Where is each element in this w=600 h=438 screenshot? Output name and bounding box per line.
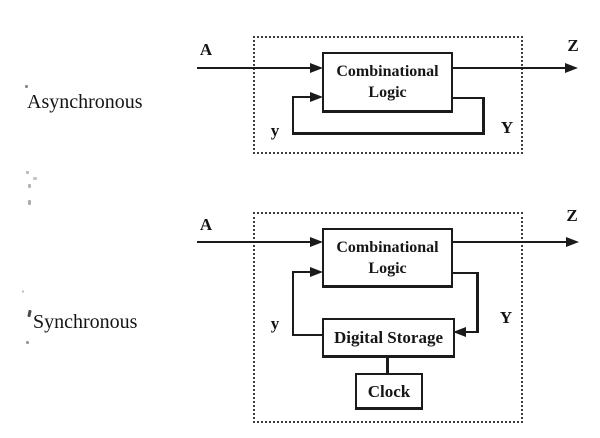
scan-noise-speck — [26, 341, 29, 344]
clock-block: Clock — [355, 373, 423, 410]
excitation-wire-in-sync — [465, 331, 479, 333]
feedback-wire-bottom-async — [292, 132, 485, 135]
signal-label-y-lower-async: y — [270, 121, 280, 140]
signal-label-y-upper-async: Y — [500, 118, 514, 137]
combinational-logic-label-line2: Logic — [368, 84, 407, 101]
feedback-wire-in-async — [292, 96, 310, 98]
combinational-logic-label-line1: Combinational — [336, 63, 439, 80]
signal-label-y-upper-sync: Y — [499, 308, 513, 327]
signal-label-z-sync: Z — [566, 206, 578, 225]
combinational-logic-block-sync: Combinational Logic — [322, 228, 453, 288]
output-arrowhead-icon-sync — [566, 237, 579, 247]
input-wire-async — [197, 67, 310, 69]
combinational-logic-label-line2: Logic — [368, 259, 407, 277]
state-arrowhead-icon-sync — [310, 267, 323, 277]
excitation-wire-out-sync — [453, 272, 479, 274]
output-arrowhead-icon-async — [565, 63, 578, 73]
digital-storage-block: Digital Storage — [322, 318, 455, 358]
feedback-wire-left-async — [292, 96, 294, 135]
input-arrowhead-icon-sync — [310, 237, 323, 247]
scan-noise-speck — [25, 85, 28, 88]
scan-noise-mark — [27, 309, 32, 318]
state-wire-in-sync — [292, 271, 310, 273]
storage-arrowhead-icon-sync — [453, 327, 466, 337]
section-label-synchronous: Synchronous — [33, 311, 138, 333]
scan-noise-speck — [28, 184, 31, 188]
signal-label-z-async: Z — [567, 36, 579, 55]
signal-label-a-sync: A — [199, 215, 213, 234]
scan-noise-speck — [28, 200, 31, 205]
combinational-logic-block-async: Combinational Logic — [322, 52, 453, 113]
clock-wire — [386, 357, 389, 374]
section-label-asynchronous: Asynchronous — [27, 91, 143, 113]
feedback-wire-right-async — [482, 97, 485, 135]
combinational-logic-label-line1: Combinational — [336, 238, 439, 256]
scan-noise-speck — [22, 290, 24, 293]
system-boundary-async — [253, 36, 523, 154]
clock-label: Clock — [367, 381, 411, 401]
input-wire-sync — [197, 241, 310, 243]
feedback-wire-out-async — [453, 97, 484, 99]
output-wire-async — [453, 67, 566, 69]
feedback-arrowhead-icon-async — [310, 92, 323, 102]
output-wire-sync — [453, 241, 566, 243]
signal-label-y-lower-sync: y — [270, 314, 280, 333]
digital-storage-label: Digital Storage — [333, 328, 444, 347]
excitation-wire-right-sync — [476, 272, 479, 333]
state-wire-left-sync — [292, 271, 294, 336]
scan-noise-speck — [26, 171, 29, 174]
state-wire-out-sync — [293, 334, 322, 336]
signal-label-a-async: A — [199, 40, 213, 59]
system-boundary-sync — [253, 212, 523, 423]
scan-noise-speck — [33, 177, 37, 180]
input-arrowhead-icon-async — [310, 63, 323, 73]
